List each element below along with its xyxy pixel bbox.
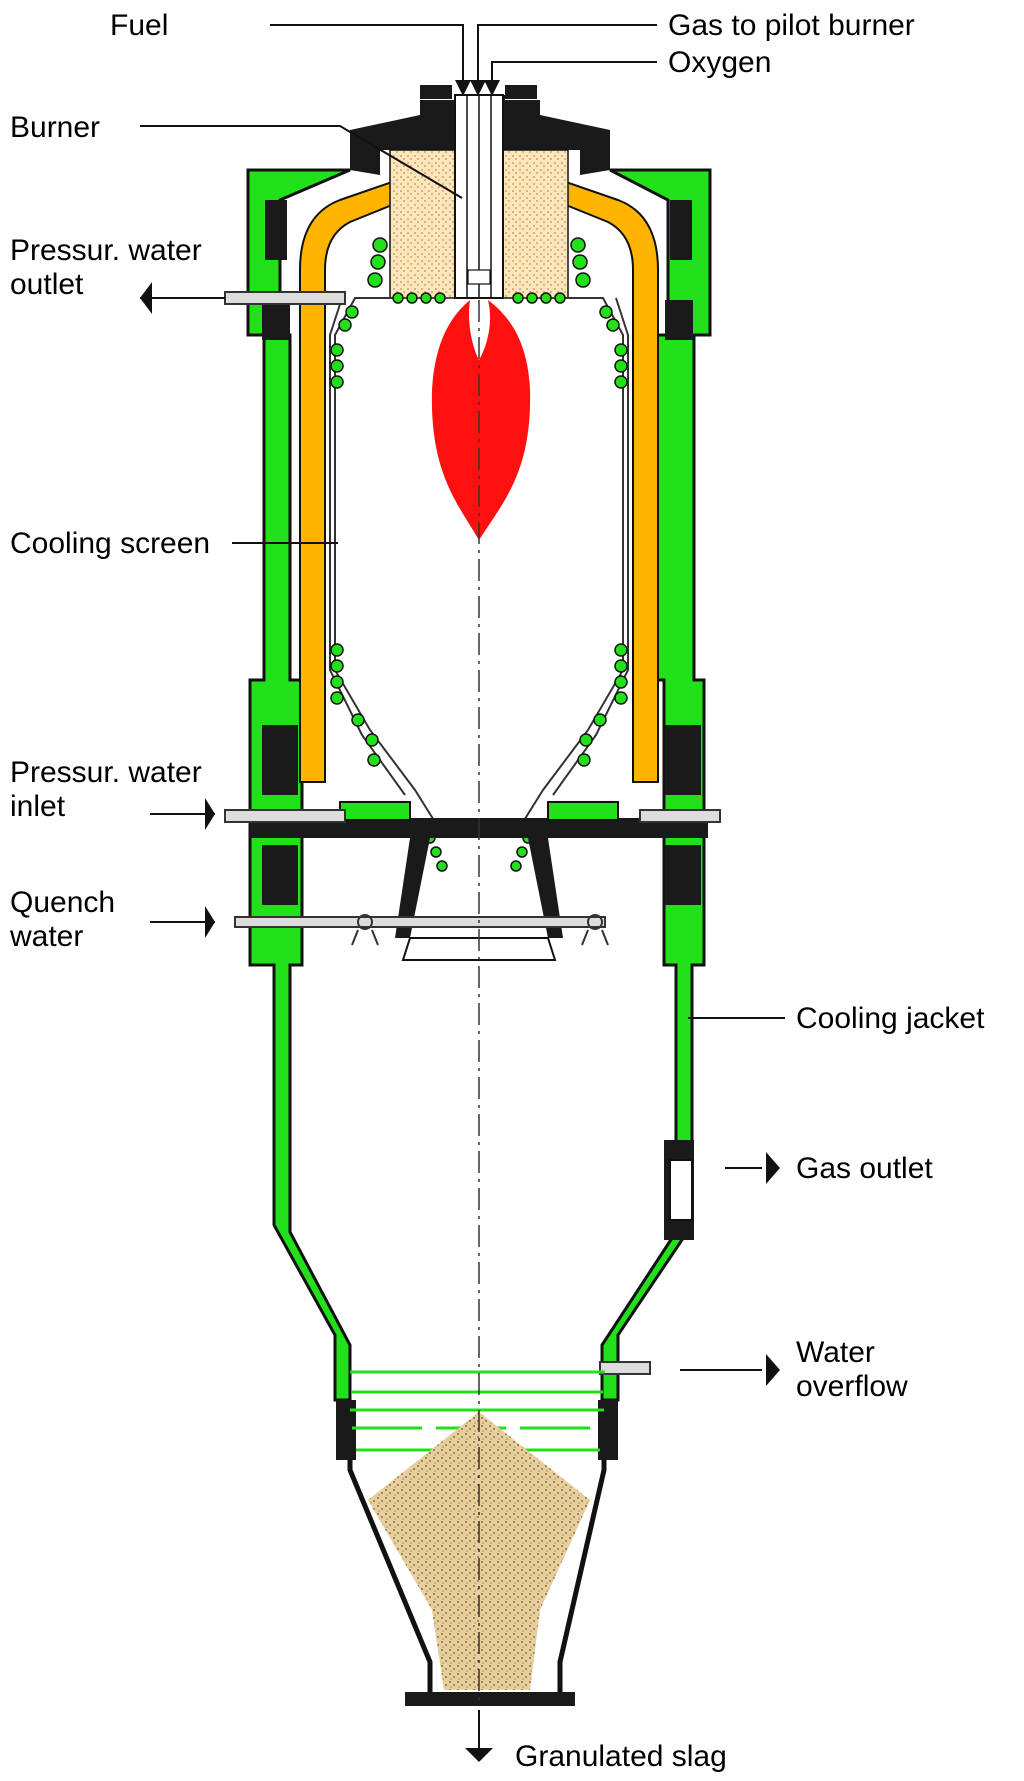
label-burner: Burner: [10, 111, 100, 144]
label-pressur-water-outlet-line2: outlet: [10, 268, 84, 301]
gas-outlet-nozzle: [664, 1140, 694, 1240]
leader-lines: [140, 24, 785, 1748]
gas-outlet-arrow: [766, 1152, 780, 1184]
label-gas-to-pilot-burner: Gas to pilot burner: [668, 9, 915, 42]
label-water-overflow-line2: overflow: [796, 1370, 908, 1403]
quench-nozzles: [351, 914, 609, 946]
cooling-screen-tubes: [330, 237, 628, 872]
quench-arrow: [205, 906, 215, 938]
label-pressur-water-inlet-line2: inlet: [10, 790, 66, 823]
label-water-overflow-line1: Water: [796, 1336, 875, 1369]
outlet-arrow: [140, 282, 152, 314]
label-pressur-water-inlet-line1: Pressur. water: [10, 756, 202, 789]
label-oxygen: Oxygen: [668, 46, 771, 79]
label-quench-water-line1: Quench: [10, 886, 115, 919]
inlet-arrow: [205, 798, 215, 830]
overflow-arrow: [766, 1354, 780, 1386]
label-pressur-water-outlet-line1: Pressur. water: [10, 234, 202, 267]
pipes: [224, 291, 721, 1375]
label-cooling-jacket: Cooling jacket: [796, 1002, 985, 1035]
label-quench-water-line2: water: [9, 920, 83, 953]
slag-arrow: [465, 1748, 493, 1762]
label-granulated-slag: Granulated slag: [515, 1740, 727, 1773]
arrow-heads: [140, 80, 780, 1762]
slag-hopper: [347, 1412, 607, 1706]
label-cooling-screen: Cooling screen: [10, 527, 210, 560]
label-gas-outlet: Gas outlet: [796, 1152, 933, 1185]
flame: [431, 300, 531, 540]
label-fuel: Fuel: [110, 9, 168, 42]
